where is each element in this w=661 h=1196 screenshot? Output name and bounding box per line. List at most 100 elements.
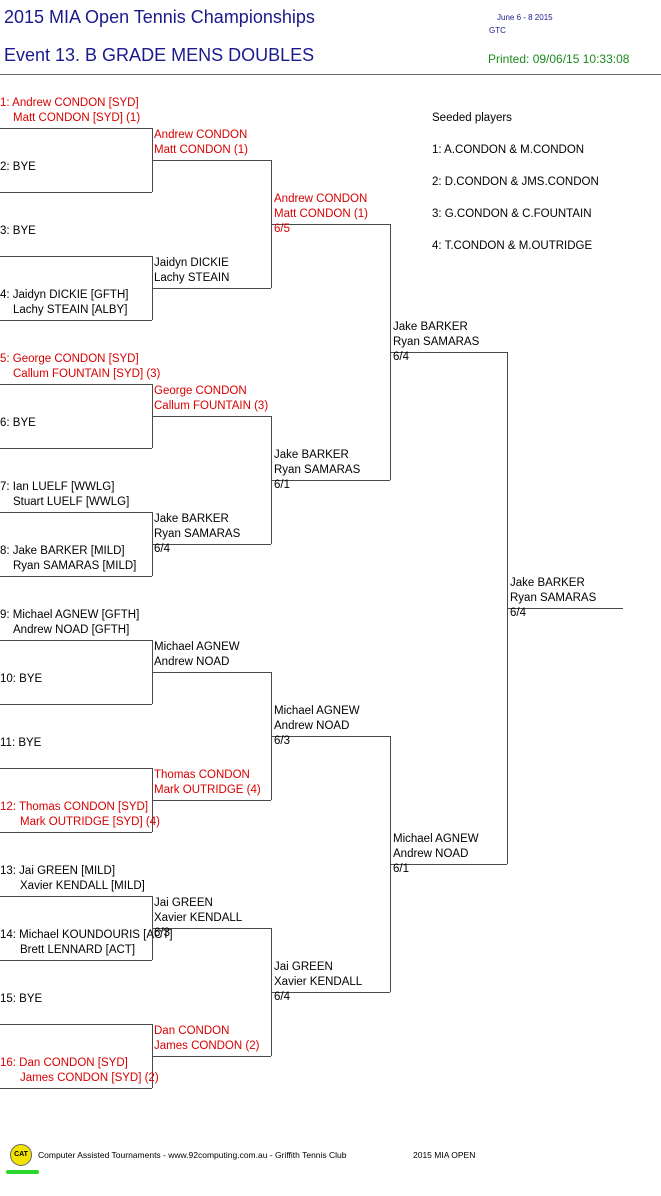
- draw-line: [0, 448, 152, 449]
- draw-entry-name: 6: BYE: [0, 417, 36, 429]
- round2-winner: Thomas CONDON: [154, 769, 250, 781]
- event-title: Event 13. B GRADE MENS DOUBLES: [4, 45, 315, 65]
- quarterfinals-partner: Matt CONDON (1): [274, 208, 368, 220]
- seed-item: 4: T.CONDON & M.OUTRIDGE: [432, 240, 593, 252]
- round2-line: [152, 288, 271, 289]
- draw-entry-partner: Callum FOUNTAIN [SYD] (3): [13, 368, 161, 380]
- round2-partner: Andrew NOAD: [154, 656, 230, 668]
- quarterfinals-line: [271, 736, 390, 737]
- printed-timestamp: Printed: 09/06/15 10:33:08: [488, 52, 630, 66]
- round2-winner: Andrew CONDON: [154, 129, 248, 141]
- round2-winner: Jaidyn DICKIE: [154, 257, 229, 269]
- final-line: [507, 608, 623, 609]
- quarterfinals-partner: Andrew NOAD: [274, 720, 350, 732]
- round2-line: [152, 416, 271, 417]
- quarterfinals-winner: Andrew CONDON: [274, 193, 368, 205]
- round2-partner: Ryan SAMARAS: [154, 528, 241, 540]
- quarterfinals-winner: Jai GREEN: [274, 961, 333, 973]
- final-partner: Ryan SAMARAS: [510, 592, 597, 604]
- draw-entry-partner: Mark OUTRIDGE [SYD] (4): [20, 816, 160, 828]
- quarterfinals-score: 6/5: [274, 223, 290, 235]
- draw-entry-name: 9: Michael AGNEW [GFTH]: [0, 609, 140, 621]
- round2-winner: Dan CONDON: [154, 1025, 230, 1037]
- draw-entry-partner: James CONDON [SYD] (2): [20, 1072, 159, 1084]
- draw-line: [0, 640, 152, 641]
- draw-entry-partner: Andrew NOAD [GFTH]: [13, 624, 130, 636]
- round2-line: [152, 160, 271, 161]
- tournament-dates: June 6 - 8 2015: [497, 13, 553, 22]
- draw-entry-name: 4: Jaidyn DICKIE [GFTH]: [0, 289, 129, 301]
- draw-line: [0, 576, 152, 577]
- seed-item: 3: G.CONDON & C.FOUNTAIN: [432, 208, 592, 220]
- footer-event-name: 2015 MIA OPEN: [413, 1150, 476, 1160]
- seed-item: 1: A.CONDON & M.CONDON: [432, 144, 585, 156]
- round2-score: 6/4: [154, 543, 170, 555]
- quarterfinals-line: [271, 224, 390, 225]
- round2-partner: Callum FOUNTAIN (3): [154, 400, 269, 412]
- draw-entry-name: 1: Andrew CONDON [SYD]: [0, 97, 139, 109]
- semifinals-winner: Jake BARKER: [393, 321, 468, 333]
- semifinals-line: [390, 864, 507, 865]
- draw-line: [0, 768, 152, 769]
- draw-entry-name: 5: George CONDON [SYD]: [0, 353, 139, 365]
- draw-line: [0, 960, 152, 961]
- seeds-heading: Seeded players: [432, 112, 512, 124]
- draw-entry-name: 3: BYE: [0, 225, 36, 237]
- draw-line: [0, 1024, 152, 1025]
- round2-partner: James CONDON (2): [154, 1040, 260, 1052]
- draw-entry-partner: Stuart LUELF [WWLG]: [13, 496, 130, 508]
- round2-line: [152, 672, 271, 673]
- draw-line: [0, 192, 152, 193]
- round2-line: [152, 544, 271, 545]
- draw-line: [0, 704, 152, 705]
- semifinals-line: [390, 352, 507, 353]
- page-title: 2015 MIA Open Tennis Championships: [4, 7, 315, 27]
- draw-entry-name: 7: Ian LUELF [WWLG]: [0, 481, 115, 493]
- round2-line: [152, 800, 271, 801]
- quarterfinals-score: 6/1: [274, 479, 290, 491]
- round2-line: [152, 1056, 271, 1057]
- semifinals-winner: Michael AGNEW: [393, 833, 479, 845]
- draw-line: [0, 320, 152, 321]
- semifinals-partner: Andrew NOAD: [393, 848, 469, 860]
- quarterfinals-score: 6/3: [274, 735, 290, 747]
- draw-entry-partner: Lachy STEAIN [ALBY]: [13, 304, 128, 316]
- draw-line: [0, 1088, 152, 1089]
- draw-entry-name: 8: Jake BARKER [MILD]: [0, 545, 125, 557]
- draw-line: [0, 256, 152, 257]
- quarterfinals-score: 6/4: [274, 991, 290, 1003]
- seed-item: 2: D.CONDON & JMS.CONDON: [432, 176, 599, 188]
- draw-entry-name: 13: Jai GREEN [MILD]: [0, 865, 116, 877]
- round2-partner: Mark OUTRIDGE (4): [154, 784, 261, 796]
- final-winner: Jake BARKER: [510, 577, 585, 589]
- round2-winner: Jake BARKER: [154, 513, 229, 525]
- semifinals-partner: Ryan SAMARAS: [393, 336, 480, 348]
- semifinals-score: 6/4: [393, 351, 409, 363]
- draw-entry-name: 10: BYE: [0, 673, 43, 685]
- draw-entry-partner: Brett LENNARD [ACT]: [20, 944, 136, 956]
- draw-entry-name: 16: Dan CONDON [SYD]: [0, 1057, 128, 1069]
- quarterfinals-partner: Ryan SAMARAS: [274, 464, 361, 476]
- logo-underline: [6, 1170, 39, 1174]
- draw-line: [0, 512, 152, 513]
- round2-line: [152, 928, 271, 929]
- round2-winner: George CONDON: [154, 385, 247, 397]
- round2-partner: Matt CONDON (1): [154, 144, 248, 156]
- draw-entry-partner: Xavier KENDALL [MILD]: [20, 880, 145, 892]
- quarterfinals-partner: Xavier KENDALL: [274, 976, 363, 988]
- draw-entry-partner: Matt CONDON [SYD] (1): [13, 112, 141, 124]
- draw-entry-name: 11: BYE: [0, 737, 42, 749]
- round2-winner: Michael AGNEW: [154, 641, 240, 653]
- draw-line: [0, 896, 152, 897]
- draw-entry-name: 12: Thomas CONDON [SYD]: [0, 801, 149, 813]
- semifinals-score: 6/1: [393, 863, 409, 875]
- draw-entry-name: 15: BYE: [0, 993, 43, 1005]
- draw-line: [0, 384, 152, 385]
- quarterfinals-line: [271, 480, 390, 481]
- draw-entry-name: 2: BYE: [0, 161, 36, 173]
- round2-partner: Xavier KENDALL: [154, 912, 243, 924]
- header-divider: [0, 74, 661, 75]
- draw-entry-name: 14: Michael KOUNDOURIS [ACT]: [0, 929, 173, 941]
- quarterfinals-winner: Michael AGNEW: [274, 705, 360, 717]
- draw-entry-partner: Ryan SAMARAS [MILD]: [13, 560, 137, 572]
